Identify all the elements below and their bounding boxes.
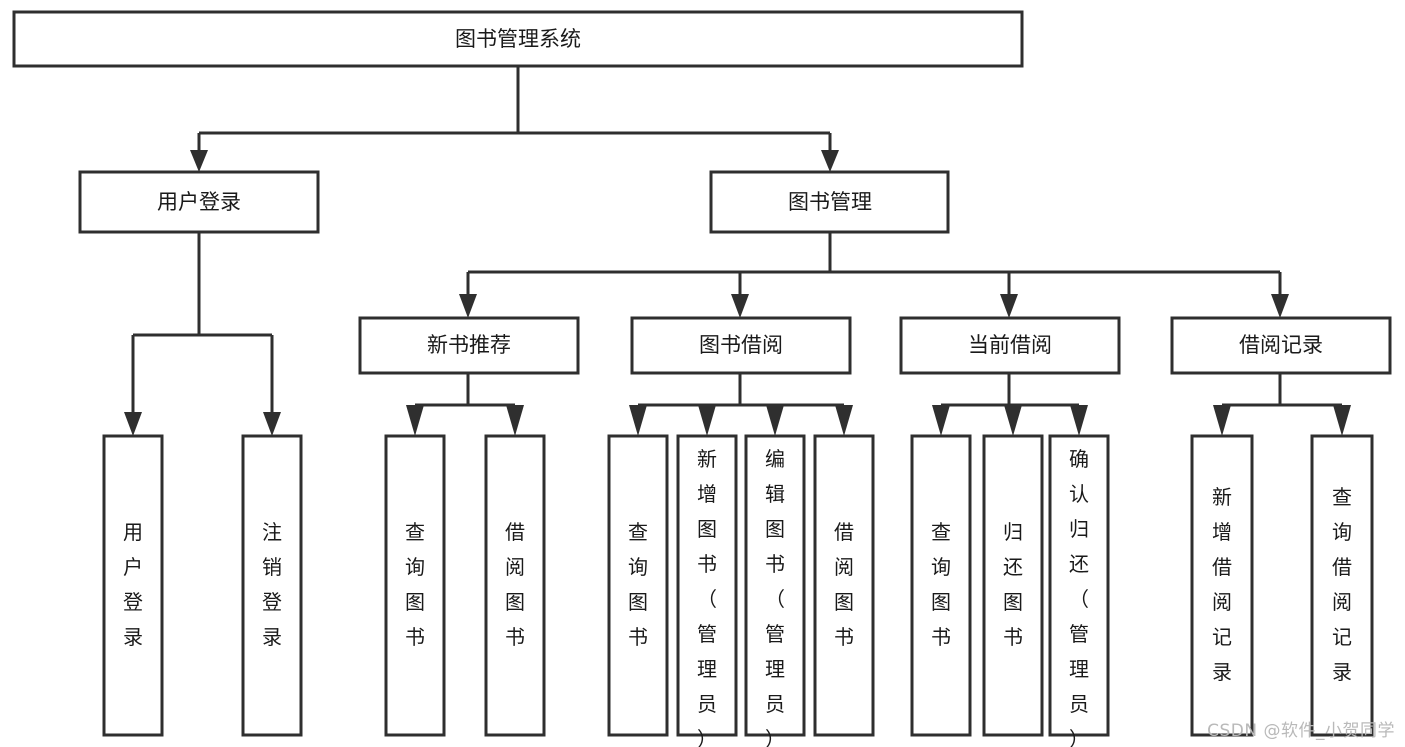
leaf-node[interactable]: 注销登录 (241, 434, 303, 737)
node-root[interactable]: 图书管理系统 (12, 10, 1024, 68)
connector-group-current-borrow (932, 373, 1088, 436)
arrow-head-leaf-rec-query (406, 405, 424, 436)
leaf-node-box[interactable] (1190, 434, 1254, 737)
leaf-node[interactable]: 确认归还（管理员） (1048, 434, 1110, 747)
arrow-head-leaf-rec-borrow (506, 405, 524, 436)
leaf-node-box[interactable] (676, 434, 738, 737)
leaf-node-layer: 用户登录 注销登录 查询图书 借阅图书 查询图书 新增图书（管理员） 编辑图书（管理员） 借阅… (102, 434, 1374, 747)
arrow-head-leaf-rec-add (1213, 405, 1231, 436)
leaf-node-label: 借阅图书 (834, 520, 854, 649)
node-book-borrow[interactable]: 图书借阅 (630, 316, 852, 375)
leaf-node-box[interactable] (384, 434, 446, 737)
leaf-node-label: 确认归还（管理员） (1069, 447, 1089, 747)
arrow-head-leaf-cur-return (1004, 405, 1022, 436)
arrow-head-book-borrow (731, 294, 749, 318)
node-user-login-label: 用户登录 (157, 190, 241, 214)
node-borrow-record[interactable]: 借阅记录 (1170, 316, 1392, 375)
node-user-login-box[interactable] (78, 170, 320, 234)
node-current-borrow-box[interactable] (899, 316, 1121, 375)
connector-group-book-manage (459, 232, 1289, 318)
arrow-head-leaf-borrow-add (698, 405, 716, 436)
leaf-node-label: 借阅图书 (505, 520, 525, 649)
node-root-box[interactable] (12, 10, 1024, 68)
leaf-node[interactable]: 查询图书 (384, 434, 446, 737)
node-book-manage-box[interactable] (709, 170, 950, 234)
node-borrow-record-box[interactable] (1170, 316, 1392, 375)
arrow-head-leaf-rec-query2 (1333, 405, 1351, 436)
node-new-book-rec-label: 新书推荐 (427, 333, 511, 357)
arrow-head-new-book-rec (459, 294, 477, 318)
arrow-head-user-login (190, 150, 208, 172)
leaf-node-box[interactable] (484, 434, 546, 737)
node-borrow-record-label: 借阅记录 (1239, 333, 1323, 357)
leaf-node-box[interactable] (813, 434, 875, 737)
leaf-node[interactable]: 编辑图书（管理员） (744, 434, 806, 747)
leaf-node[interactable]: 查询图书 (607, 434, 669, 737)
leaf-node[interactable]: 新增借阅记录 (1190, 434, 1254, 737)
leaf-node[interactable]: 查询借阅记录 (1310, 434, 1374, 737)
leaf-node-box[interactable] (1048, 434, 1110, 737)
connector-group-user-login (124, 232, 281, 436)
connector-group-new-book-rec (406, 373, 524, 436)
leaf-node-label: 用户登录 (123, 520, 143, 649)
leaf-node-label: 编辑图书（管理员） (765, 447, 785, 747)
leaf-node[interactable]: 用户登录 (102, 434, 164, 737)
arrow-head-leaf-cur-confirm (1070, 405, 1088, 436)
leaf-node-label: 查询借阅记录 (1332, 485, 1352, 684)
leaf-node[interactable]: 新增图书（管理员） (676, 434, 738, 747)
node-current-borrow[interactable]: 当前借阅 (899, 316, 1121, 375)
arrow-head-leaf-cur-query (932, 405, 950, 436)
leaf-node-box[interactable] (744, 434, 806, 737)
node-book-manage[interactable]: 图书管理 (709, 170, 950, 234)
node-root-label: 图书管理系统 (455, 27, 581, 51)
arrow-head-book-manage (821, 150, 839, 172)
leaf-node-box[interactable] (982, 434, 1044, 737)
connector-group-root (190, 66, 839, 172)
arrow-head-leaf-user-logout (263, 412, 281, 436)
leaf-node[interactable]: 归还图书 (982, 434, 1044, 737)
leaf-node-box[interactable] (910, 434, 972, 737)
leaf-node[interactable]: 借阅图书 (484, 434, 546, 737)
arrow-head-current-borrow (1000, 294, 1018, 318)
arrow-head-leaf-borrow-lend (835, 405, 853, 436)
node-current-borrow-label: 当前借阅 (968, 333, 1052, 357)
leaf-node-label: 查询图书 (628, 520, 648, 649)
leaf-node-label: 新增图书（管理员） (697, 447, 717, 747)
node-book-manage-label: 图书管理 (788, 190, 872, 214)
leaf-node-label: 归还图书 (1003, 520, 1023, 649)
arrow-head-leaf-user-login (124, 412, 142, 436)
leaf-node[interactable]: 查询图书 (910, 434, 972, 737)
leaf-node-box[interactable] (1310, 434, 1374, 737)
node-book-borrow-box[interactable] (630, 316, 852, 375)
arrow-head-leaf-borrow-edit (766, 405, 784, 436)
node-user-login[interactable]: 用户登录 (78, 170, 320, 234)
connector-group-borrow-record (1213, 373, 1351, 436)
leaf-node-box[interactable] (102, 434, 164, 737)
arrow-head-borrow-record (1271, 294, 1289, 318)
node-new-book-rec-box[interactable] (358, 316, 580, 375)
connector-group-book-borrow (629, 373, 853, 436)
leaf-node-box[interactable] (607, 434, 669, 737)
leaf-node-label: 注销登录 (262, 520, 282, 649)
leaf-node-label: 新增借阅记录 (1212, 485, 1232, 684)
leaf-node-label: 查询图书 (931, 520, 951, 649)
leaf-node-label: 查询图书 (405, 520, 425, 649)
leaf-node[interactable]: 借阅图书 (813, 434, 875, 737)
node-book-borrow-label: 图书借阅 (699, 333, 783, 357)
leaf-node-box[interactable] (241, 434, 303, 737)
node-new-book-rec[interactable]: 新书推荐 (358, 316, 580, 375)
arrow-head-leaf-borrow-query (629, 405, 647, 436)
